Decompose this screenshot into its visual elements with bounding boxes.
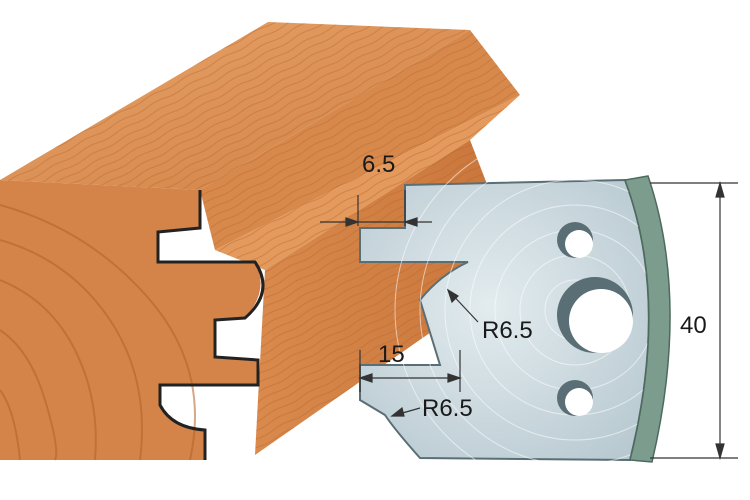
cut-profile-line (156, 190, 265, 460)
knife-bevel-edge (623, 175, 671, 463)
wood-moulding (0, 22, 520, 461)
label-height: 40 (680, 312, 707, 339)
dimension-labels: 6.5 R6.5 15 R6.5 40 (362, 151, 707, 422)
growth-rings (0, 204, 196, 461)
wood-end-grain (0, 180, 261, 460)
dimension-lines (320, 180, 738, 461)
label-top-width: 6.5 (362, 151, 395, 178)
label-radius-upper: R6.5 (482, 317, 533, 344)
profile-knife (359, 129, 750, 491)
label-radius-lower: R6.5 (422, 395, 473, 422)
label-bottom-width: 15 (378, 341, 405, 368)
